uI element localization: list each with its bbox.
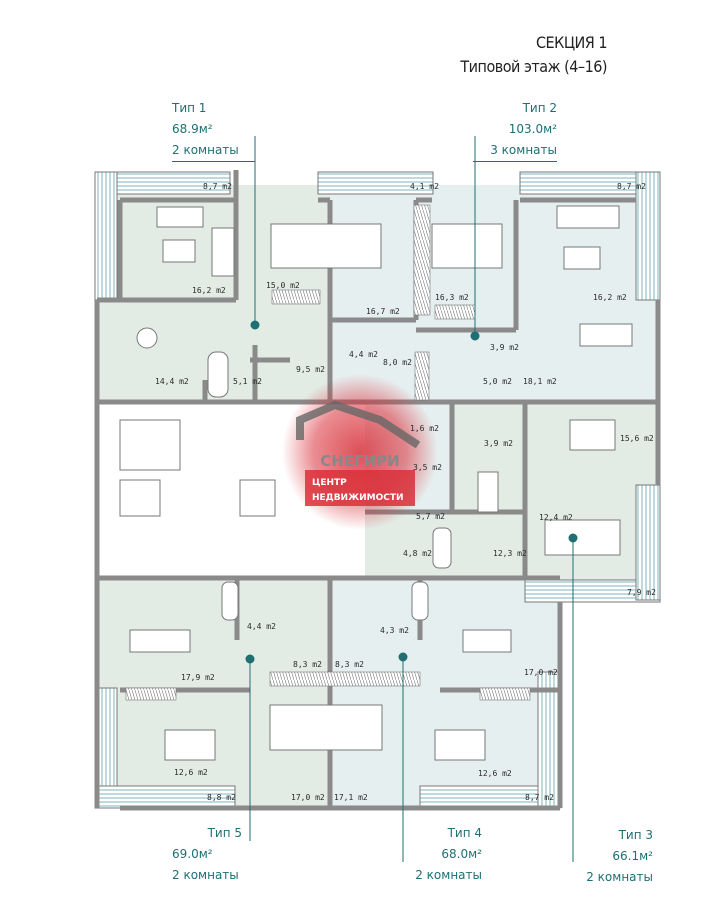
room-area-label: 1,6 m2 xyxy=(410,424,439,433)
apartment-callout-type-5[interactable]: Тип 5 69.0м² 2 комнаты xyxy=(172,823,242,886)
room-area-label: 8,7 m2 xyxy=(525,793,554,802)
room-area-label: 4,4 m2 xyxy=(349,350,378,359)
apartment-type-1-marker[interactable] xyxy=(250,320,260,330)
apartment-rooms: 2 комнаты xyxy=(172,140,255,162)
room-area-label: 3,9 m2 xyxy=(490,343,519,352)
watermark-line2: НЕДВИЖИМОСТИ xyxy=(312,493,404,503)
watermark-logo: СНЕГИРИ ЦЕНТР НЕДВИЖИМОСТИ xyxy=(282,374,438,530)
wardrobes xyxy=(125,204,531,701)
callout-leaders xyxy=(245,136,578,862)
room-area-label: 9,5 m2 xyxy=(296,365,325,374)
room-area-label: 12,6 m2 xyxy=(174,768,208,777)
room-area-label: 15,6 m2 xyxy=(620,434,654,443)
apartment-type-2-marker[interactable] xyxy=(470,331,480,341)
apartment-callout-type-3[interactable]: Тип 3 66.1м² 2 комнаты xyxy=(586,825,653,888)
room-area-label: 15,0 m2 xyxy=(266,281,300,290)
walls xyxy=(94,170,661,811)
watermark-line1: ЦЕНТР xyxy=(312,478,347,488)
room-area-label: 16,7 m2 xyxy=(366,307,400,316)
apartment-area: 68.0м² xyxy=(441,847,482,861)
apartment-rooms: 2 комнаты xyxy=(172,868,239,882)
furniture xyxy=(119,205,633,761)
apartment-type: Тип 2 xyxy=(522,101,557,115)
room-area-label: 8,3 m2 xyxy=(293,660,322,669)
apartment-area: 103.0м² xyxy=(508,122,557,136)
room-area-label: 12,6 m2 xyxy=(478,769,512,778)
apartment-type-5-marker[interactable] xyxy=(245,654,255,664)
apartment-area: 66.1м² xyxy=(612,849,653,863)
room-area-label: 8,3 m2 xyxy=(335,660,364,669)
room-area-label: 5,1 m2 xyxy=(233,377,262,386)
apartment-type-4-marker[interactable] xyxy=(398,652,408,662)
apartment-type: Тип 1 xyxy=(172,101,207,115)
room-area-label: 8,8 m2 xyxy=(207,793,236,802)
room-area-label: 17,0 m2 xyxy=(291,793,325,802)
section-title: СЕКЦИЯ 1 xyxy=(535,33,608,52)
room-area-label: 18,1 m2 xyxy=(523,377,557,386)
room-area-label: 7,9 m2 xyxy=(627,588,656,597)
room-area-label: 17,9 m2 xyxy=(181,673,215,682)
apartment-area: 68.9м² xyxy=(172,122,213,136)
apartment-type: Тип 3 xyxy=(618,828,653,842)
apartment-rooms: 2 комнаты xyxy=(586,870,653,884)
apartment-callout-type-1[interactable]: Тип 1 68.9м² 2 комнаты xyxy=(172,98,255,162)
room-area-label: 8,0 m2 xyxy=(383,358,412,367)
apartment-rooms: 2 комнаты xyxy=(415,868,482,882)
floor-title: Типовой этаж (4–16) xyxy=(460,57,607,76)
room-area-label: 14,4 m2 xyxy=(155,377,189,386)
room-area-label: 8,7 m2 xyxy=(203,182,232,191)
room-area-label: 5,7 m2 xyxy=(416,512,445,521)
apartment-type: Тип 4 xyxy=(447,826,482,840)
room-area-label: 12,4 m2 xyxy=(539,513,573,522)
apartment-area: 69.0м² xyxy=(172,847,213,861)
room-area-label: 4,4 m2 xyxy=(247,622,276,631)
room-area-label: 17,1 m2 xyxy=(334,793,368,802)
apartment-callout-type-2[interactable]: Тип 2 103.0м² 3 комнаты xyxy=(473,98,557,162)
watermark-brand: СНЕГИРИ xyxy=(320,452,399,470)
room-area-label: 4,1 m2 xyxy=(410,182,439,191)
apartment-type: Тип 5 xyxy=(207,826,242,840)
room-area-label: 5,0 m2 xyxy=(483,377,512,386)
apartment-callout-type-4[interactable]: Тип 4 68.0м² 2 комнаты xyxy=(415,823,482,886)
apartment-type-3-marker[interactable] xyxy=(568,533,578,543)
balconies xyxy=(94,171,661,809)
room-area-label: 12,3 m2 xyxy=(493,549,527,558)
room-area-label: 17,0 m2 xyxy=(524,668,558,677)
room-area-label: 8,7 m2 xyxy=(617,182,646,191)
room-area-label: 3,5 m2 xyxy=(413,463,442,472)
room-area-label: 4,8 m2 xyxy=(403,549,432,558)
room-area-label: 3,9 m2 xyxy=(484,439,513,448)
room-area-label: 4,3 m2 xyxy=(380,626,409,635)
room-area-label: 16,2 m2 xyxy=(192,286,226,295)
apartment-rooms: 3 комнаты xyxy=(473,140,557,162)
room-area-label: 16,2 m2 xyxy=(593,293,627,302)
room-labels: 8,7 m2 16,2 m2 15,0 m2 16,7 m2 14,4 m2 5… xyxy=(155,182,656,802)
room-area-label: 16,3 m2 xyxy=(435,293,469,302)
